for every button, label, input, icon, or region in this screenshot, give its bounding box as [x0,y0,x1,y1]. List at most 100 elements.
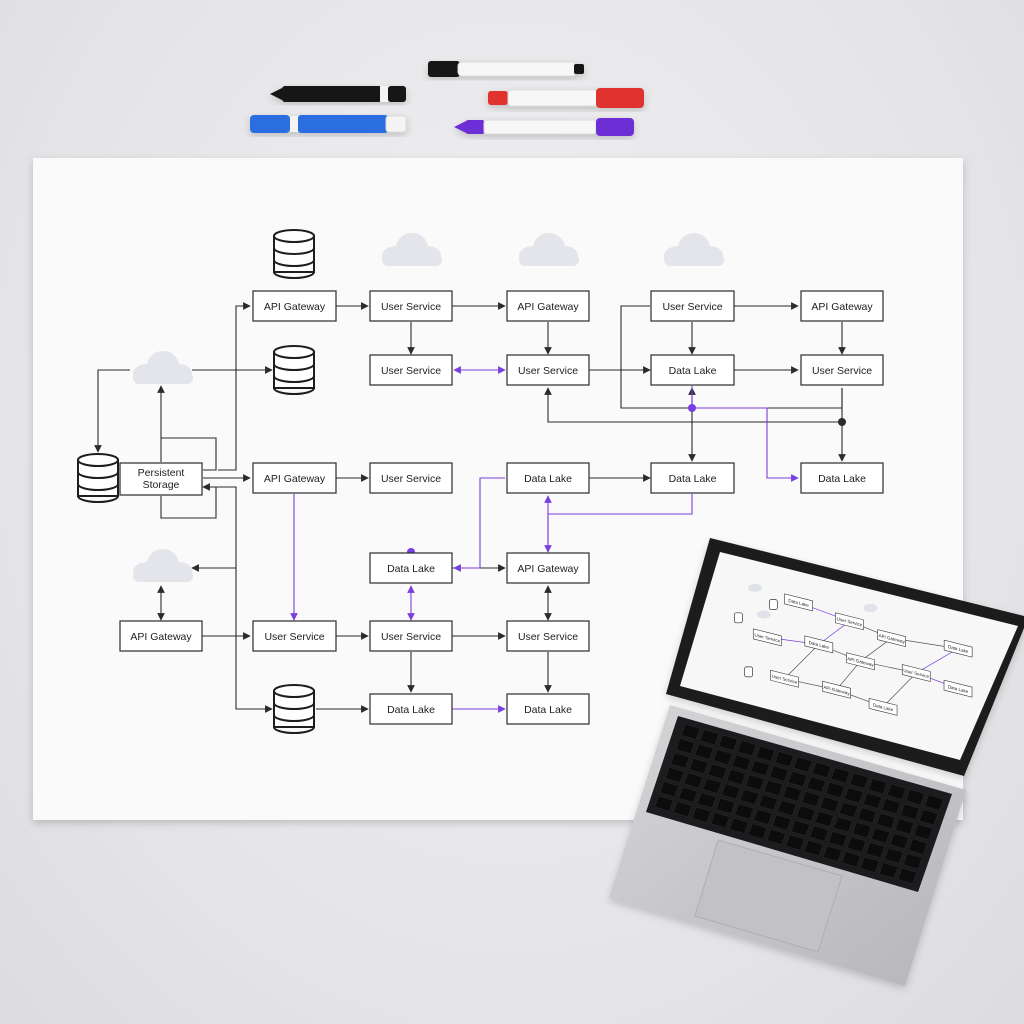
node-user-service[interactable]: User Service [650,290,735,322]
keyboard-key[interactable] [796,805,816,822]
keyboard-key[interactable] [913,823,933,840]
keyboard-key[interactable] [766,829,786,845]
keyboard-key[interactable] [822,845,843,862]
node-api-gateway[interactable]: API Gateway [506,290,590,322]
keyboard-key[interactable] [876,812,896,829]
node-api-gateway[interactable]: API Gateway [119,620,203,652]
keyboard-key[interactable] [903,853,923,870]
keyboard-key[interactable] [919,809,939,826]
keyboard-key[interactable] [844,787,864,804]
node-api-gateway[interactable]: API Gateway [800,290,884,322]
keyboard-key[interactable] [694,743,714,760]
node-user-service[interactable]: User Service [506,620,590,652]
keyboard-key[interactable] [828,831,848,848]
keyboard-key[interactable] [683,772,704,789]
node-api-gateway[interactable]: API Gateway [506,552,590,584]
keyboard-key[interactable] [731,754,752,771]
keyboard-key[interactable] [908,838,928,855]
keyboard-key[interactable] [654,795,674,812]
keyboard-key[interactable] [812,762,832,778]
node-data-lake[interactable]: Data Lake [650,354,735,386]
keyboard-key[interactable] [772,814,792,831]
keyboard-key[interactable] [691,806,712,823]
node-data-lake[interactable]: Data Lake [800,462,884,494]
node-user-service[interactable]: User Service [252,620,337,652]
keyboard-key[interactable] [820,796,840,813]
node-user-service[interactable]: User Service [369,620,453,652]
keyboard-key[interactable] [673,801,693,818]
keyboard-key[interactable] [830,767,851,784]
keyboard-key[interactable] [884,847,904,864]
keyboard-key[interactable] [878,862,899,879]
keyboard-key[interactable] [881,798,901,815]
node-api-gateway[interactable]: API Gateway [252,462,337,494]
keyboard-key[interactable] [806,776,826,793]
keyboard-key[interactable] [809,825,829,842]
keyboard-key[interactable] [774,751,794,768]
keyboard-key[interactable] [745,774,765,791]
keyboard-key[interactable] [755,745,776,762]
node-user-service[interactable]: User Service [506,354,590,386]
keyboard-key[interactable] [665,767,685,783]
keyboard-key[interactable] [825,782,845,798]
keyboard-key[interactable] [870,827,891,844]
keyboard-key[interactable] [737,740,757,757]
keyboard-key[interactable] [681,724,701,740]
keyboard-key[interactable] [689,758,709,774]
keyboard-key[interactable] [886,783,907,800]
keyboard-key[interactable] [857,807,877,824]
keyboard-key[interactable] [782,785,802,802]
keyboard-key[interactable] [894,818,915,835]
keyboard-key[interactable] [905,789,925,806]
marker-icon-purple[interactable] [454,118,634,136]
keyboard-key[interactable] [670,752,690,769]
node-data-lake[interactable]: Data Lake [369,552,453,584]
node-data-lake[interactable]: Data Lake [650,462,735,494]
keyboard-key[interactable] [865,842,885,859]
keyboard-key[interactable] [718,734,738,751]
keyboard-key[interactable] [900,803,920,820]
keyboard-key[interactable] [715,797,736,814]
keyboard-key[interactable] [868,778,888,795]
keyboard-key[interactable] [841,851,861,868]
keyboard-key[interactable] [678,786,698,803]
keyboard-key[interactable] [699,729,720,746]
node-data-lake[interactable]: Data Lake [506,693,590,725]
keyboard-key[interactable] [801,791,821,807]
keyboard-key[interactable] [747,823,768,840]
keyboard-key[interactable] [758,794,778,811]
keyboard-key[interactable] [860,856,880,873]
keyboard-key[interactable] [924,794,944,811]
marker-icon-black[interactable] [270,86,406,102]
keyboard-key[interactable] [753,808,773,825]
keyboard-key[interactable] [790,820,810,836]
keyboard-key[interactable] [763,780,784,796]
keyboard-key[interactable] [739,789,760,805]
keyboard-key[interactable] [710,812,730,829]
keyboard-key[interactable] [702,778,722,794]
keyboard-key[interactable] [675,738,695,755]
keyboard-key[interactable] [846,836,867,853]
keyboard-key[interactable] [833,816,853,833]
keyboard-key[interactable] [852,822,872,839]
keyboard-key[interactable] [889,833,909,850]
keyboard-key[interactable] [769,765,789,782]
node-user-service[interactable]: User Service [369,462,453,494]
keyboard-key[interactable] [804,840,824,857]
keyboard-key[interactable] [721,783,741,800]
node-api-gateway[interactable]: API Gateway [252,290,337,322]
keyboard-key[interactable] [897,867,917,884]
keyboard-key[interactable] [750,760,770,777]
keyboard-key[interactable] [697,792,717,809]
node-data-lake[interactable]: Data Lake [506,462,590,494]
keyboard-key[interactable] [707,763,728,780]
marker-icon-black-top[interactable] [428,61,584,77]
keyboard-key[interactable] [726,769,746,785]
node-user-service[interactable]: User Service [369,354,453,386]
keyboard-key[interactable] [838,802,859,818]
keyboard-key[interactable] [659,781,679,798]
keyboard-key[interactable] [849,772,869,789]
keyboard-key[interactable] [777,800,797,816]
